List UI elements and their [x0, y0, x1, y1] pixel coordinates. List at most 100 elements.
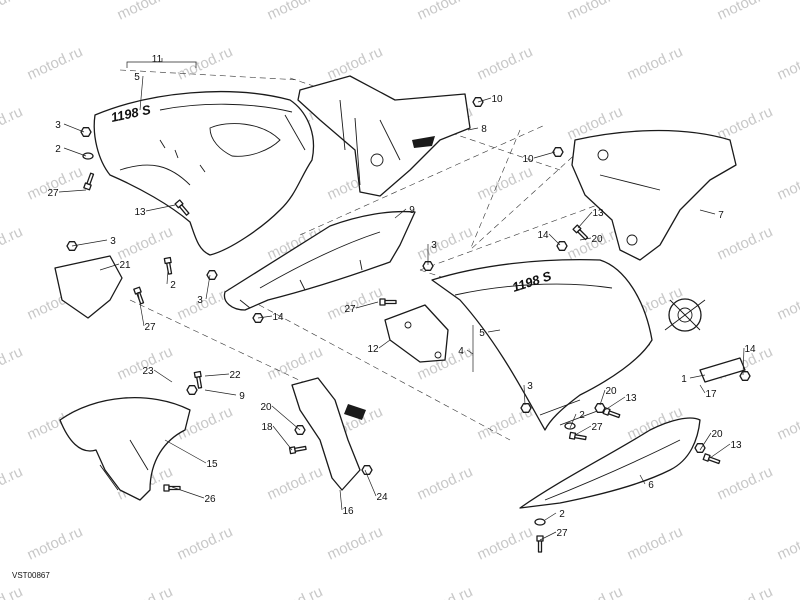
callout-21: 21	[119, 260, 131, 271]
leader-line	[639, 474, 646, 485]
screw-icon	[288, 445, 307, 455]
leader-line	[58, 189, 87, 193]
fasteners	[66, 97, 751, 553]
watermark-text: motod.ru	[775, 163, 800, 203]
watermark-text: motod.ru	[325, 43, 386, 83]
callout-11: 11	[152, 54, 163, 65]
leader-line	[364, 469, 377, 497]
leader-line	[271, 405, 301, 431]
nut-icon	[556, 241, 568, 251]
screw-icon	[702, 453, 721, 465]
leader-line	[699, 209, 716, 215]
leader-line	[709, 443, 731, 459]
leader-line	[394, 208, 407, 219]
watermark-text: motod.ru	[265, 0, 326, 24]
callout-10: 10	[491, 94, 503, 105]
callout-2: 2	[579, 410, 585, 421]
callout-22: 22	[229, 370, 241, 381]
callout-7: 7	[718, 210, 724, 221]
leader-line	[466, 349, 474, 355]
watermark-text: motod.ru	[265, 343, 326, 383]
leader-line	[153, 369, 173, 383]
callout-24: 24	[376, 492, 388, 503]
watermark-text: motod.ru	[175, 283, 236, 323]
lower-side-bracket	[291, 377, 366, 491]
small-side-cover	[384, 304, 449, 363]
leader-line	[544, 512, 557, 521]
watermark-text: motod.ru	[775, 523, 800, 563]
callout-27: 27	[47, 188, 59, 199]
nut-icon	[80, 127, 92, 137]
callout-27: 27	[556, 528, 568, 539]
leader-line	[205, 274, 211, 300]
watermark-text: motod.ru	[0, 103, 25, 143]
callout-14: 14	[537, 230, 549, 241]
leader-line	[99, 263, 120, 271]
watermark-text: motod.ru	[175, 43, 236, 83]
diagram-code: VST00867	[12, 571, 50, 580]
leader-line	[171, 486, 205, 499]
callout-8: 8	[481, 124, 487, 135]
watermark-text: motod.ru	[415, 0, 476, 24]
leader-line	[574, 425, 592, 436]
callout-27: 27	[344, 304, 356, 315]
watermark-text: motod.ru	[715, 583, 776, 600]
watermark-text: motod.ru	[565, 0, 626, 24]
watermark-text: motod.ru	[715, 463, 776, 503]
watermark-text: motod.ru	[25, 523, 86, 563]
leader-line	[523, 384, 526, 406]
screw-icon	[163, 484, 181, 492]
watermark-text: motod.ru	[775, 283, 800, 323]
sensor-cluster	[664, 298, 706, 332]
callout-20: 20	[260, 402, 272, 413]
callout-13: 13	[730, 440, 742, 451]
nut-icon	[594, 403, 606, 413]
small-panel-left	[54, 255, 123, 319]
leader-line	[164, 439, 207, 464]
leader-line	[63, 147, 87, 157]
callout-4: 4	[458, 346, 464, 357]
screw-icon	[568, 431, 587, 441]
leader-line	[689, 374, 706, 379]
callout-2: 2	[55, 144, 61, 155]
main-side-fairing: 1198 S	[431, 259, 653, 431]
watermark-text: motod.ru	[415, 583, 476, 600]
callout-3: 3	[431, 240, 437, 251]
washer-icon	[82, 152, 94, 160]
callout-5: 5	[479, 328, 485, 339]
belly-pan	[519, 417, 701, 509]
mounting-bracket	[297, 75, 471, 197]
watermark-text: motod.ru	[565, 583, 626, 600]
watermark-text: motod.ru	[625, 43, 686, 83]
screw-icon	[572, 224, 589, 241]
leader-line	[378, 339, 391, 349]
leader-line	[272, 425, 293, 451]
screw-icon	[163, 256, 173, 275]
watermark-text: motod.ru	[415, 463, 476, 503]
callout-20: 20	[605, 386, 617, 397]
callout-9: 9	[239, 391, 245, 402]
leader-line	[599, 389, 606, 406]
watermark-text: motod.ru	[475, 163, 536, 203]
watermark-text: motod.ru	[715, 0, 776, 24]
callout-15: 15	[206, 459, 218, 470]
side-panel-right	[571, 129, 737, 261]
leader-line	[699, 432, 712, 451]
leader-line	[579, 237, 592, 241]
leader-line	[257, 315, 273, 319]
watermark-text: motod.ru	[0, 583, 25, 600]
screw-icon	[83, 172, 95, 191]
nut-icon	[206, 270, 218, 280]
watermark-text: motod.ru	[265, 463, 326, 503]
callout-14: 14	[272, 312, 284, 323]
callout-6: 6	[648, 480, 654, 491]
watermark-text: motod.ru	[475, 523, 536, 563]
watermark-text: motod.ru	[0, 463, 25, 503]
leader-line	[204, 373, 230, 377]
callout-1: 1	[681, 374, 687, 385]
callout-9: 9	[409, 205, 415, 216]
leader-line	[71, 239, 108, 247]
nut-icon	[186, 385, 198, 395]
leader-line	[699, 384, 706, 394]
